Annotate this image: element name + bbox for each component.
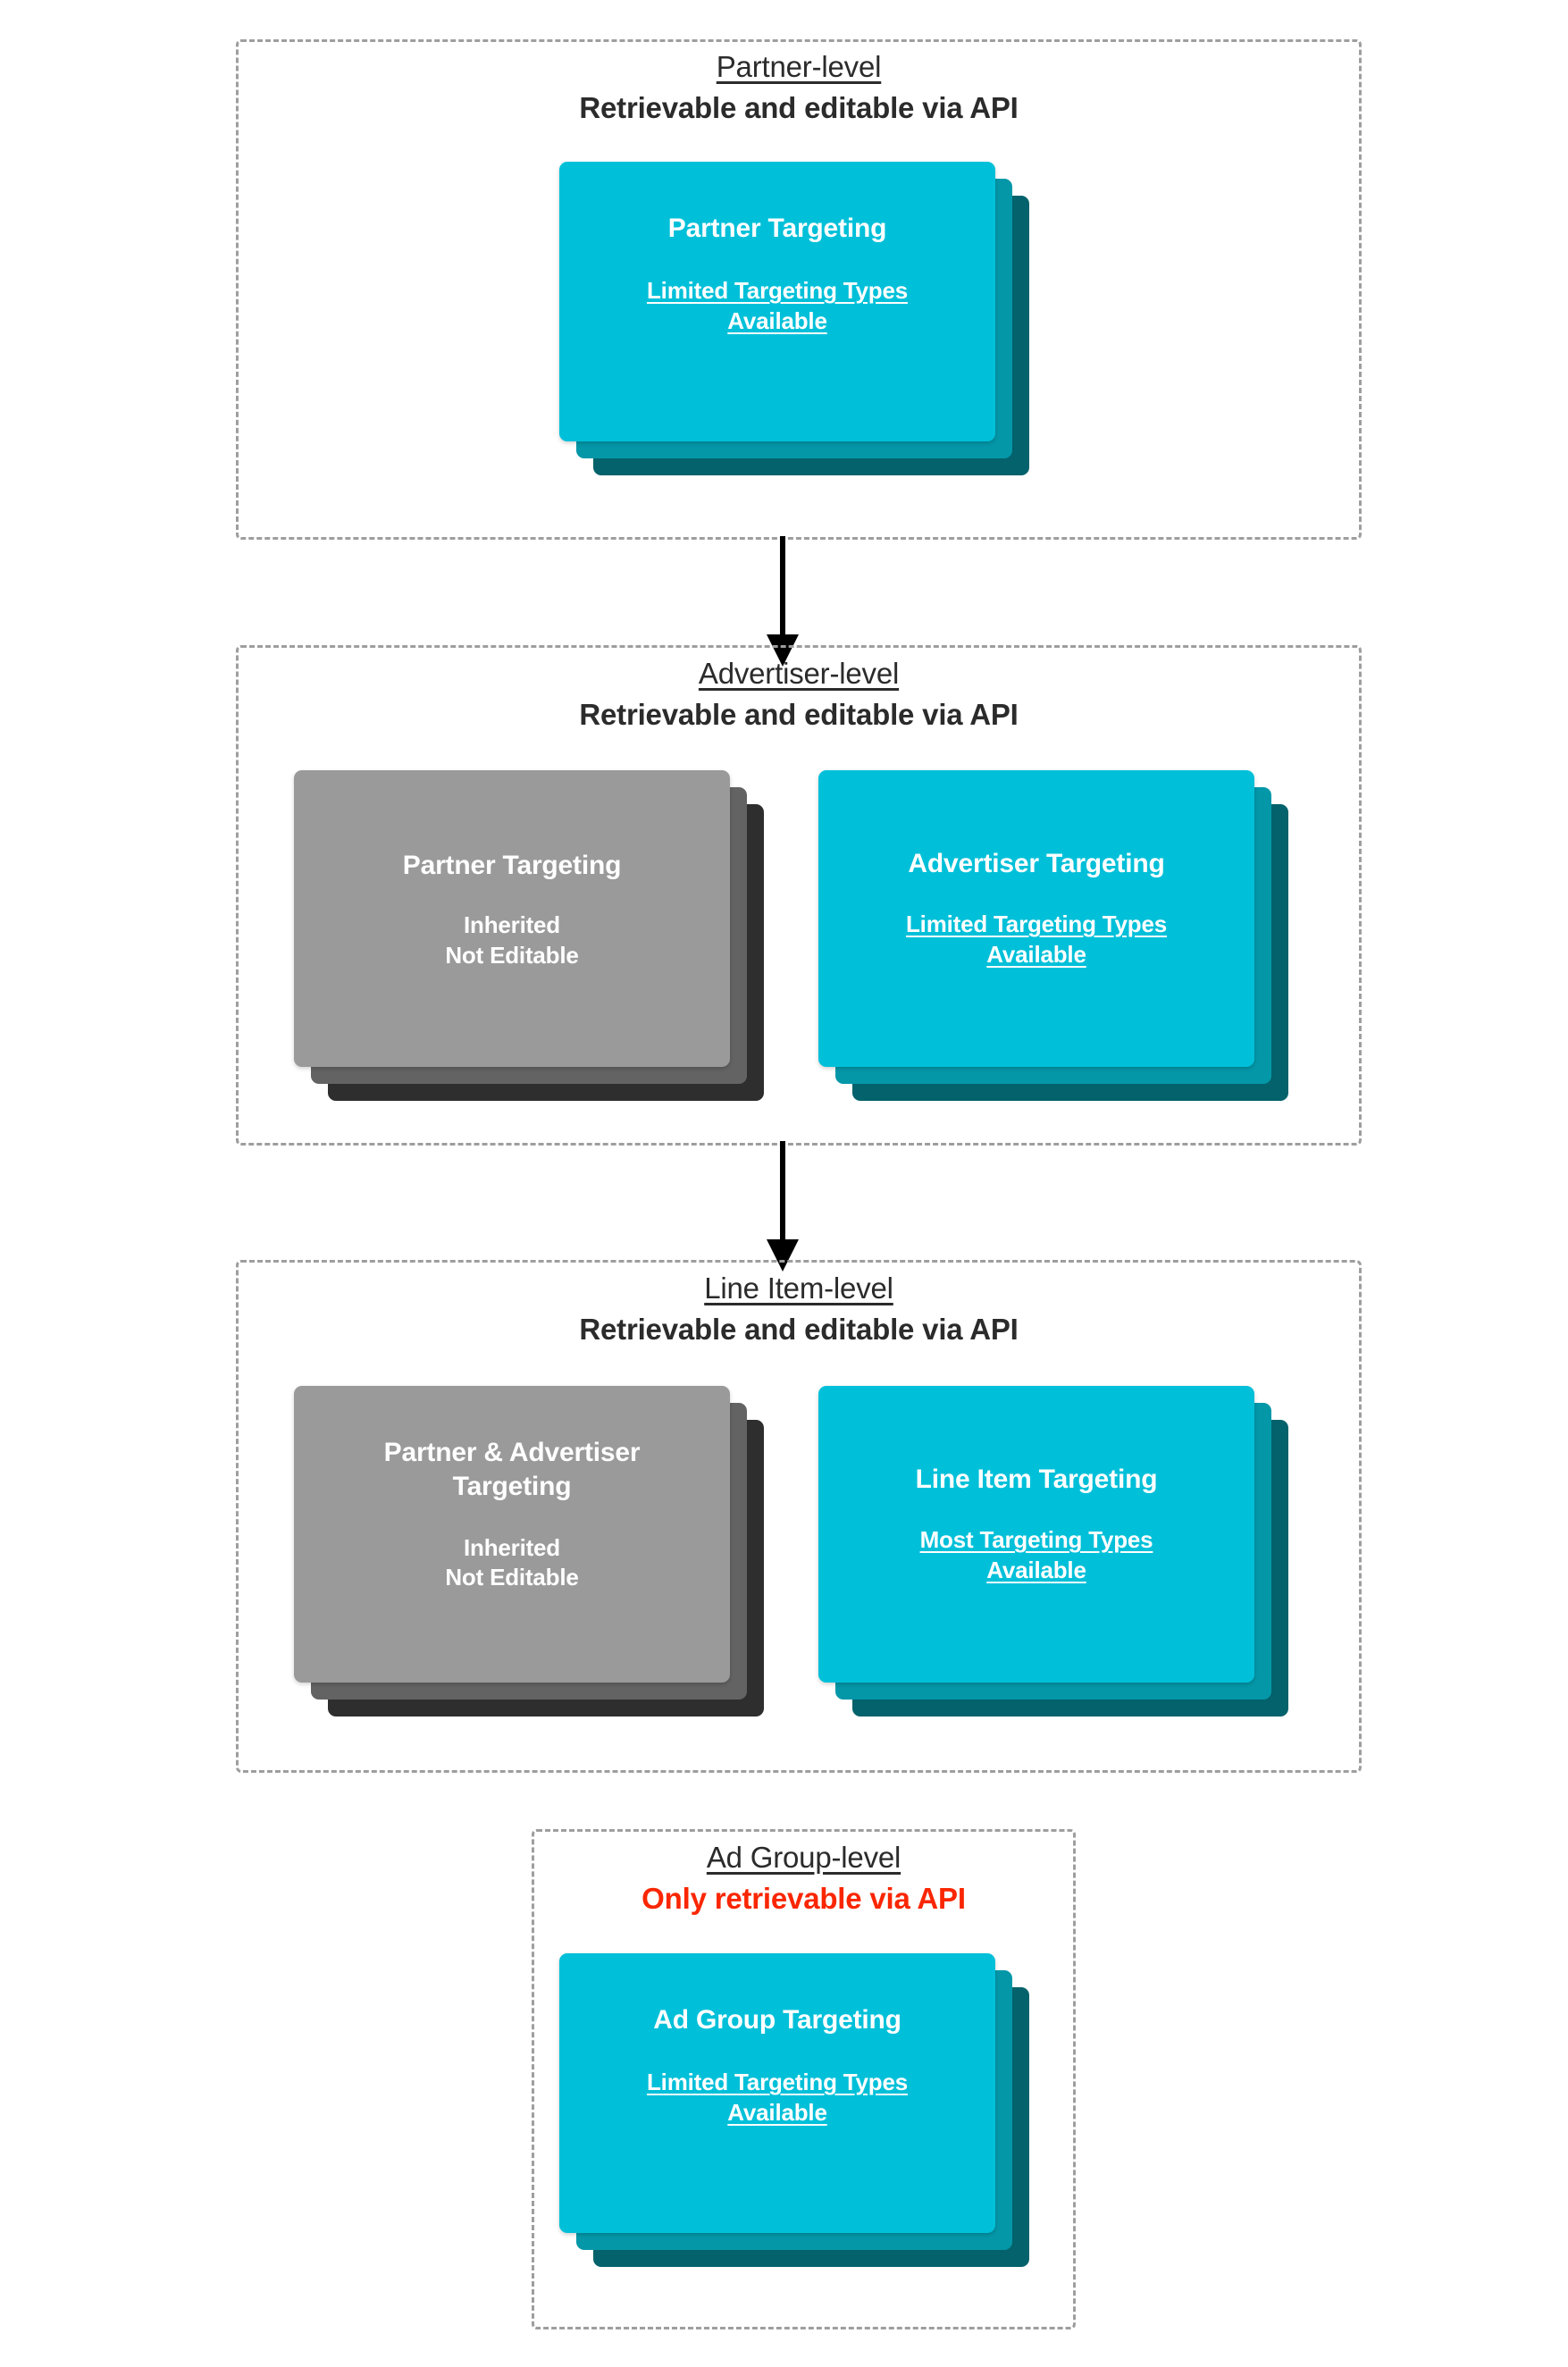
card-ad-group-targeting[interactable]: Ad Group Targeting Limited Targeting Typ… <box>559 1953 1029 2267</box>
card-title: Partner Targeting <box>667 214 887 243</box>
card-note: Limited Targeting Types Available <box>646 277 909 334</box>
card-partner-targeting[interactable]: Partner Targeting Limited Targeting Type… <box>559 162 1029 475</box>
card-note: Inherited Not Editable <box>445 911 579 969</box>
card-note: Inherited Not Editable <box>445 1533 579 1591</box>
card-layer-front: Partner Targeting Limited Targeting Type… <box>559 162 995 441</box>
card-layer-front: Advertiser Targeting Limited Targeting T… <box>818 770 1254 1067</box>
level-container-line-item <box>236 1260 1362 1773</box>
card-title: Partner Targeting <box>402 851 622 880</box>
card-title: Advertiser Targeting <box>908 849 1165 878</box>
card-line-item-targeting[interactable]: Line Item Targeting Most Targeting Types… <box>818 1386 1288 1716</box>
level-container-partner <box>236 39 1362 540</box>
card-note: Most Targeting Types Available <box>919 1526 1153 1583</box>
card-note: Limited Targeting Types Available <box>646 2069 909 2126</box>
card-layer-front: Ad Group Targeting Limited Targeting Typ… <box>559 1953 995 2233</box>
card-advertiser-targeting[interactable]: Advertiser Targeting Limited Targeting T… <box>818 770 1288 1101</box>
level-container-advertiser <box>236 645 1362 1146</box>
card-title: Partner & Advertiser Targeting <box>383 1438 641 1502</box>
card-layer-front: Line Item Targeting Most Targeting Types… <box>818 1386 1254 1683</box>
card-inherited-partner-advertiser-targeting[interactable]: Partner & Advertiser Targeting Inherited… <box>294 1386 764 1716</box>
connector-advertiser-to-line-item <box>767 1141 799 1272</box>
card-layer-front: Partner & Advertiser Targeting Inherited… <box>294 1386 730 1683</box>
level-container-ad-group <box>532 1829 1076 2329</box>
connector-partner-to-advertiser <box>767 536 799 667</box>
card-note: Limited Targeting Types Available <box>905 911 1168 968</box>
card-title: Line Item Targeting <box>915 1465 1158 1494</box>
card-title: Ad Group Targeting <box>653 2005 901 2035</box>
card-layer-front: Partner Targeting Inherited Not Editable <box>294 770 730 1067</box>
card-inherited-partner-targeting[interactable]: Partner Targeting Inherited Not Editable <box>294 770 764 1101</box>
